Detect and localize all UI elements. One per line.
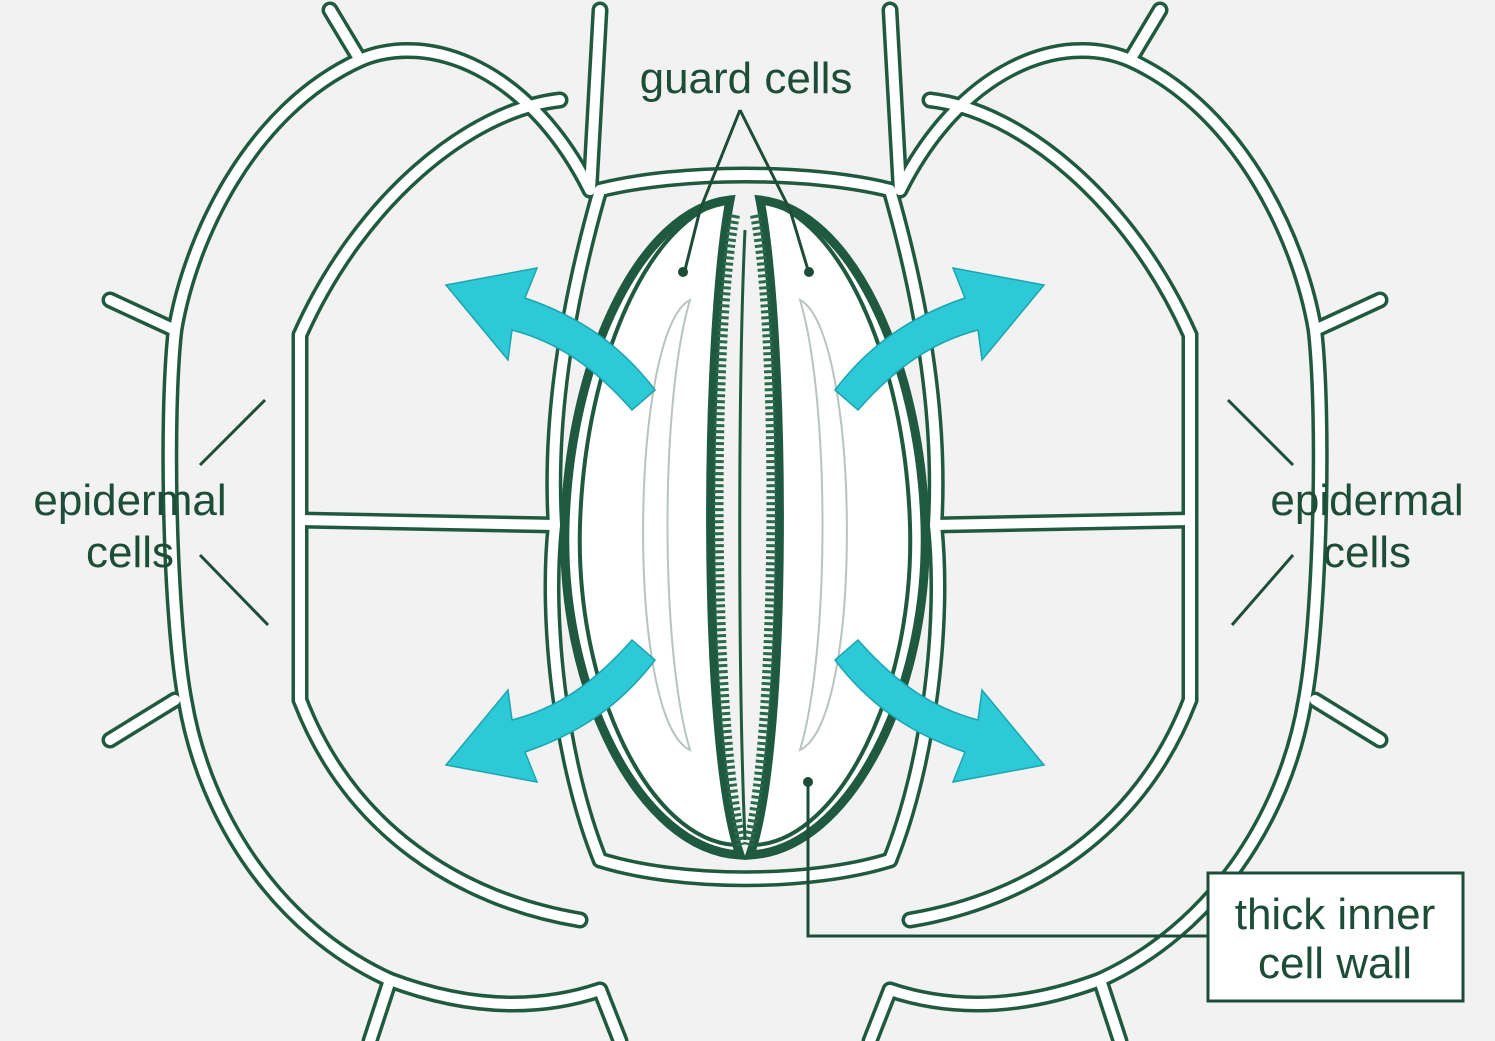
label-epidermal-cells-right-line2: cells	[1323, 528, 1411, 577]
label-epidermal-cells-left-line2: cells	[86, 528, 174, 577]
label-thick-inner-cell-wall-line2: cell wall	[1258, 939, 1412, 988]
label-epidermal-cells-right-line1: epidermal	[1270, 476, 1463, 525]
pointer-dot	[678, 267, 688, 277]
label-guard-cells: guard cells	[640, 54, 853, 103]
guard-cells	[565, 200, 925, 855]
pointer-dot	[804, 267, 814, 277]
pointer-dot	[803, 777, 813, 787]
label-thick-inner-cell-wall-line1: thick inner	[1235, 890, 1436, 939]
epidermal-cell-walls	[110, 10, 1380, 1041]
label-epidermal-cells-left-line1: epidermal	[33, 476, 226, 525]
